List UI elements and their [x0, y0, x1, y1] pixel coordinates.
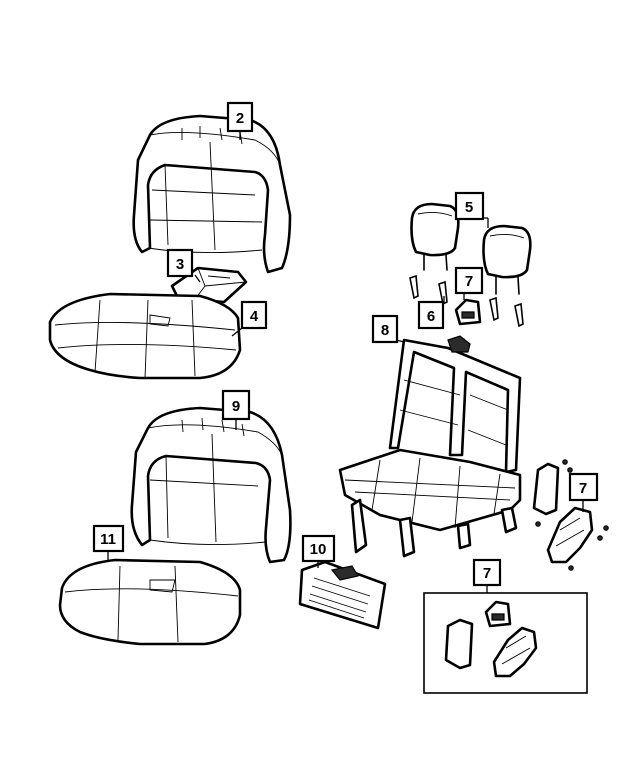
seat-back-panel[interactable]: [298, 560, 387, 630]
callout-7-side-label: 7: [579, 480, 587, 497]
callout-2-label: 2: [236, 110, 244, 127]
seat-cushion-cover-upper[interactable]: [48, 292, 242, 380]
callout-7-kit-label: 7: [483, 565, 491, 582]
callout-6: 6: [417, 300, 445, 330]
kit-release-handle[interactable]: [484, 600, 512, 628]
headrest-left[interactable]: [410, 202, 460, 271]
seat-back-cover-upper[interactable]: [132, 114, 292, 274]
seat-back-cover-lower[interactable]: [130, 406, 292, 564]
kit-side-shield-left[interactable]: [444, 618, 474, 670]
callout-10: 10: [301, 534, 336, 563]
callout-7-upper: 7: [454, 266, 484, 295]
callout-8: 8: [371, 314, 399, 344]
callout-3: 3: [166, 248, 194, 278]
callout-11-label: 11: [100, 531, 116, 548]
callout-8-label: 8: [381, 322, 389, 339]
callout-9-label: 9: [232, 398, 240, 415]
release-handle-top[interactable]: [454, 298, 482, 326]
callout-3-label: 3: [176, 256, 184, 273]
callout-10-label: 10: [310, 541, 327, 558]
kit-side-shield-right[interactable]: [492, 626, 538, 678]
callout-11: 11: [92, 524, 125, 553]
headrest-right[interactable]: [482, 224, 532, 295]
callout-7-upper-label: 7: [465, 273, 473, 290]
headrest-guide-pins[interactable]: [409, 274, 524, 328]
kit-frame: [423, 592, 588, 694]
callout-2: 2: [226, 101, 254, 133]
callout-7-kit: 7: [472, 558, 502, 587]
seat-frame[interactable]: [338, 335, 522, 558]
callout-5: 5: [454, 191, 485, 221]
callout-9: 9: [221, 389, 251, 421]
callout-7-side: 7: [568, 472, 599, 502]
callout-4-label: 4: [250, 308, 259, 325]
callout-4: 4: [240, 300, 268, 330]
seat-cushion-cover-lower[interactable]: [58, 558, 242, 646]
callout-5-label: 5: [465, 199, 473, 216]
callout-6-label: 6: [427, 308, 435, 325]
